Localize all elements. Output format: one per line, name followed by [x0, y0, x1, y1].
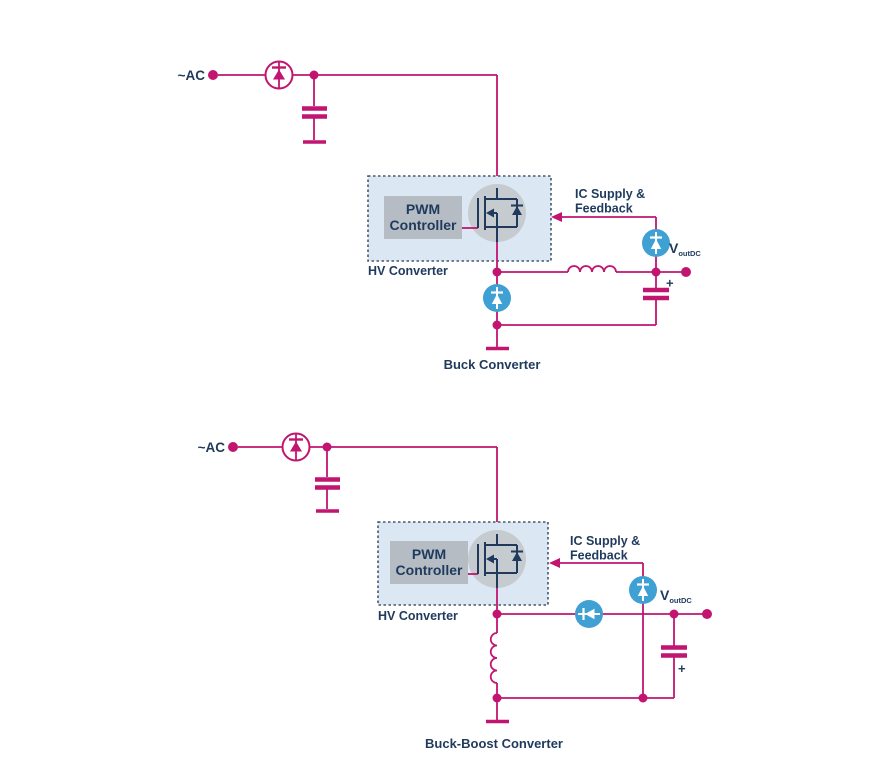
ac-terminal-dot — [228, 442, 238, 452]
feedback-label-line2: Feedback — [575, 202, 633, 216]
pwm-controller-block — [390, 541, 468, 584]
buck-boost-converter-circuit: ~AC HV Converter PWM Controller — [198, 432, 712, 751]
vout-label: VoutDC — [669, 240, 701, 258]
hv-converter-label: HV Converter — [368, 264, 448, 278]
output-diode-icon — [629, 576, 657, 604]
pwm-controller-label-line1: PWM — [412, 546, 446, 562]
output-terminal-dot — [702, 609, 712, 619]
input-capacitor-icon — [315, 447, 340, 513]
mosfet-icon — [468, 530, 526, 588]
vout-label: VoutDC — [660, 587, 692, 605]
pwm-controller-label-line2: Controller — [396, 562, 463, 578]
feedback-arrowhead-icon — [551, 212, 562, 222]
feedback-label-line1: IC Supply & — [570, 534, 640, 548]
cap-polarity-label: + — [678, 661, 686, 676]
junction-dot — [638, 693, 648, 703]
series-diode-icon — [575, 600, 603, 628]
mosfet-icon — [462, 184, 526, 242]
feedback-arrowhead-icon — [549, 558, 560, 568]
circuit-caption: Buck Converter — [444, 357, 541, 372]
pwm-controller-label-line1: PWM — [406, 201, 440, 217]
pwm-controller-label-line2: Controller — [390, 217, 457, 233]
junction-dot — [492, 267, 502, 277]
output-diode-icon — [642, 229, 670, 257]
cap-polarity-label: + — [666, 276, 674, 291]
inductor-icon — [489, 614, 498, 698]
input-capacitor-icon — [302, 75, 327, 144]
ac-label: ~AC — [198, 440, 226, 455]
feedback-label-line1: IC Supply & — [575, 187, 645, 201]
rectifier-diode-icon — [281, 432, 311, 462]
pwm-controller-block — [384, 196, 462, 239]
hv-converter-label: HV Converter — [378, 609, 458, 623]
inductor-icon — [567, 265, 617, 273]
ac-label: ~AC — [178, 68, 206, 83]
output-capacitor-icon — [661, 614, 687, 698]
ac-terminal-dot — [208, 70, 218, 80]
feedback-label-line2: Feedback — [570, 549, 628, 563]
freewheel-diode-icon — [483, 284, 511, 312]
circuit-caption: Buck-Boost Converter — [425, 736, 563, 751]
output-capacitor-icon — [643, 272, 669, 325]
buck-converter-circuit: ~AC HV Converter PWM Controller — [178, 60, 701, 372]
output-terminal-dot — [681, 267, 691, 277]
rectifier-diode-icon — [264, 60, 294, 90]
